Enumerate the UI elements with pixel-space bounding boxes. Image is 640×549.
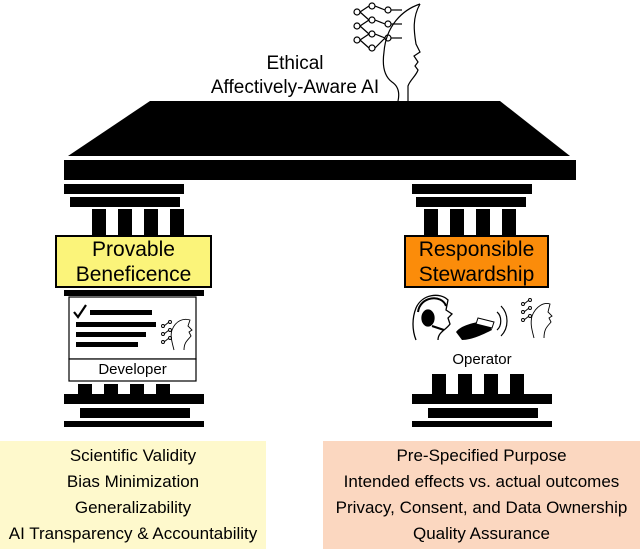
hand-device-icon (456, 305, 508, 340)
principle-item: Quality Assurance (412, 524, 550, 543)
responsible-stewardship-label: Responsible Stewardship (404, 235, 549, 288)
diagram-title-line2: Affectively-Aware AI (210, 77, 380, 98)
developer-label: Developer (98, 361, 167, 378)
bridge-deck-slab (64, 184, 184, 194)
principle-item: Intended effects vs. actual outcomes (343, 472, 620, 491)
pillar-label-line2: Beneficence (75, 262, 192, 286)
right-pillar-base (412, 374, 552, 427)
principle-item: AI Transparency & Accountability (8, 524, 258, 543)
principle-item: Bias Minimization (66, 472, 200, 491)
beneficence-principles-panel: Scientific Validity Bias Minimization Ge… (0, 441, 266, 549)
principle-item: Privacy, Consent, and Data Ownership (335, 498, 628, 517)
bridge-deck (68, 101, 570, 156)
left-pillar-cap (64, 290, 204, 296)
pillar-label-line1: Responsible (418, 237, 535, 261)
stewardship-principles-panel: Pre-Specified Purpose Intended effects v… (323, 441, 640, 549)
diagram-title: Ethical Affectively-Aware AI (175, 52, 415, 100)
pillar-label-line1: Provable (92, 237, 175, 261)
bridge-deck-slab (70, 197, 180, 207)
ai-head-network-icon (353, 2, 421, 102)
provable-beneficence-label: Provable Beneficence (55, 235, 212, 288)
left-pillar-columns (92, 209, 184, 237)
right-pillar-columns (424, 209, 516, 237)
document-checklist-icon (68, 296, 197, 382)
bridge-deck-slab (412, 184, 532, 194)
diagram-title-line1: Ethical (266, 53, 324, 74)
ai-head-small-icon (521, 298, 553, 339)
principle-item: Generalizability (74, 498, 192, 517)
left-pillar-base (64, 384, 204, 427)
operator-label: Operator (452, 351, 512, 368)
bridge-deck-slab (416, 197, 526, 207)
principle-item: Scientific Validity (69, 446, 197, 465)
principle-item: Pre-Specified Purpose (396, 446, 567, 465)
bridge-deck-slab (64, 160, 576, 180)
pillar-label-line2: Stewardship (418, 262, 535, 286)
operator-headset-icon (412, 294, 454, 341)
